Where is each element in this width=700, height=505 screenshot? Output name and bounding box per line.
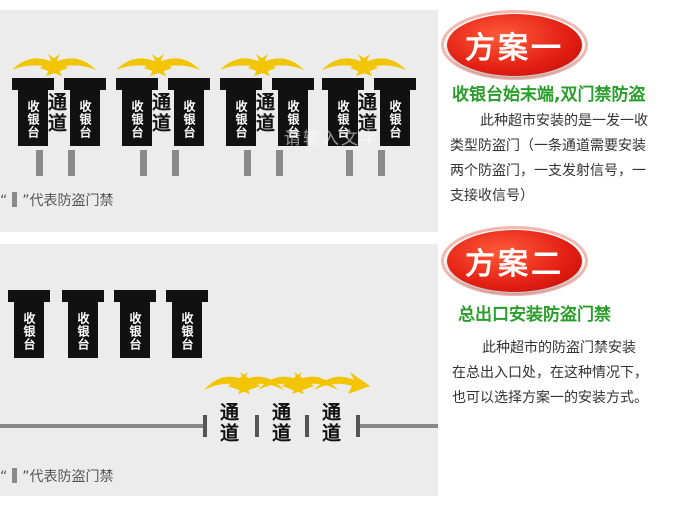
anti-theft-gate <box>68 150 75 176</box>
plan1-arrows <box>12 54 406 76</box>
plan1-subtitle: 收银台始末端,双门禁防盗 <box>452 85 646 105</box>
lane-label: 通道 <box>149 92 171 134</box>
checkout-counter: 收银台 <box>8 290 50 358</box>
checkout-counter: 收银台 <box>12 78 54 146</box>
lane-label: 通道 <box>319 402 341 444</box>
anti-theft-gate <box>36 150 43 176</box>
plan2-description: 此种超市的防盗门禁安装 在总出入口处，在这种情况下， 也可以选择方案一的安装方式… <box>452 340 648 406</box>
lane-label: 通道 <box>217 402 239 444</box>
plan2-legend: “”代表防盗门禁 <box>0 468 114 485</box>
plan1-legend: “”代表防盗门禁 <box>0 192 114 209</box>
checkout-counter: 收银台 <box>64 78 106 146</box>
plan2-arrows <box>204 372 370 394</box>
plan2-diagram <box>0 244 438 496</box>
lane-label: 通道 <box>355 92 377 134</box>
plan2-badge: 方案二 <box>447 230 582 292</box>
checkout-counter: 收银台 <box>166 290 208 358</box>
plan1-badge-ring <box>441 10 588 80</box>
checkout-counter: 收银台 <box>322 78 364 146</box>
checkout-counter: 收银台 <box>220 78 262 146</box>
gate-symbol-icon <box>12 192 18 207</box>
anti-theft-gate <box>140 150 147 176</box>
anti-theft-gate <box>356 415 360 437</box>
checkout-counter: 收银台 <box>62 290 104 358</box>
anti-theft-gate <box>378 150 385 176</box>
plan1-badge: 方案一 <box>447 14 582 76</box>
plan2-badge-ring <box>441 226 588 296</box>
plan1-description: 此种超市安装的是一发一收 类型防盗门（一条通道需要安装 两个防盗门，一支发射信号… <box>450 113 648 204</box>
checkout-counter: 收银台 <box>168 78 210 146</box>
exit-wall <box>0 424 205 428</box>
lane-label: 通道 <box>45 92 67 134</box>
exit-wall <box>358 424 438 428</box>
checkout-counter: 收银台 <box>114 290 156 358</box>
checkout-counter: 收银台 <box>374 78 416 146</box>
anti-theft-gate <box>276 150 283 176</box>
anti-theft-gate <box>255 415 259 437</box>
lane-label: 通道 <box>269 402 291 444</box>
checkout-counter: 收银台 <box>116 78 158 146</box>
plan2-subtitle: 总出口安装防盗门禁 <box>458 305 611 325</box>
anti-theft-gate <box>346 150 353 176</box>
watermark-text: 请输入文字 <box>284 129 379 149</box>
anti-theft-gate <box>172 150 179 176</box>
lane-label: 通道 <box>253 92 275 134</box>
checkout-counter: 收银台 <box>272 78 314 146</box>
gate-symbol-icon <box>12 468 18 483</box>
anti-theft-gate <box>203 415 207 437</box>
anti-theft-gate <box>305 415 309 437</box>
anti-theft-gate <box>244 150 251 176</box>
